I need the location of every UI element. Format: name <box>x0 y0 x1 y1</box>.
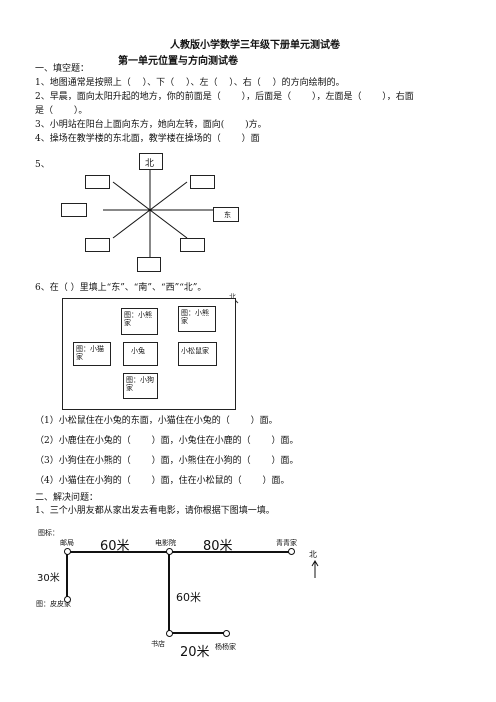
problem-1: 1、三个小朋友都从家出发去看电影，请你根据下图填一填。 <box>35 506 275 516</box>
node-post-office <box>64 548 71 555</box>
question-3: 3、小明站在阳台上面向东方，她向左转，面向( )方。 <box>35 120 267 130</box>
node-qingqing <box>288 548 295 555</box>
node-cinema-label: 电影院 <box>155 539 176 547</box>
document-subtitle: 第一单元位置与方向测试卷 <box>118 56 238 67</box>
sub-question-3: （3）小狗住在小熊的（ ）面，小熊住在小狗的（ ）面。 <box>35 456 299 466</box>
compass-nw-box[interactable] <box>85 175 110 189</box>
node-pipi <box>64 596 71 603</box>
sub-question-4: （4）小猫住在小狗的（ ）面，住在小松鼠的（ ）面。 <box>35 476 290 486</box>
route-north-arrow-icon <box>311 560 319 578</box>
house-squirrel: 小松鼠家 <box>178 342 217 366</box>
north-label: 北 <box>145 159 155 169</box>
document-title: 人教版小学数学三年级下册单元测试卷 <box>170 40 340 51</box>
route-map-north-label: 北 <box>309 550 317 559</box>
node-post-office-label: 邮局 <box>60 539 74 547</box>
question-4: 4、操场在教学楼的东北面，教学楼在操场的（ ）面 <box>35 134 260 144</box>
distance-post-cinema: 60米 <box>100 539 130 554</box>
section2-heading: 二、解决问题： <box>35 493 99 503</box>
house-bear-label: 图：小熊家 <box>124 311 152 327</box>
road-cinema-bookstore <box>168 552 170 633</box>
compass-east-box: 东 <box>213 207 239 222</box>
question-2-line2: 是（ ）。 <box>35 106 88 116</box>
house-dog-label: 图：小狗家 <box>126 376 154 392</box>
question-1: 1、地图通常是按照上（ ）、下（ ）、左（ ）、右（ ）的方向绘制的。 <box>35 78 345 88</box>
section1-heading: 一、填空题： <box>35 64 90 74</box>
question-6: 6、在（ ）里填上“东”、“南”、“西”“北”。 <box>35 283 207 293</box>
compass-diagram <box>103 170 213 260</box>
compass-sw-box[interactable] <box>85 238 110 252</box>
house-dog: 图：小狗家 <box>123 373 158 399</box>
road-post-pipi <box>66 552 68 599</box>
question-2-line1: 2、早晨，面向太阳升起的地方，你的前面是（ ），后面是（ ），左面是（ ），右面 <box>35 92 414 102</box>
node-bookstore <box>166 630 173 637</box>
distance-cinema-qingqing: 80米 <box>203 539 233 554</box>
house-rabbit-label: 小兔 <box>131 347 145 355</box>
compass-west-box[interactable] <box>61 203 87 217</box>
house-rabbit: 小兔 <box>123 342 158 366</box>
question-5: 5、 <box>35 160 50 170</box>
node-yangyang-label: 杨杨家 <box>215 643 236 651</box>
map-north-label: 北 <box>229 293 236 301</box>
house-bear-2-label: 图：小熊家 <box>181 309 209 325</box>
distance-post-pipi: 30米 <box>37 573 60 584</box>
compass-se-box[interactable] <box>180 238 205 252</box>
compass-north-box: 北 <box>139 153 163 170</box>
node-bookstore-label: 书店 <box>151 640 165 648</box>
sub-question-2: （2）小鹿住在小兔的（ ）面，小兔住在小鹿的（ ）面。 <box>35 436 299 446</box>
house-cat-label: 图：小猫家 <box>76 345 104 361</box>
compass-ne-box[interactable] <box>190 175 215 189</box>
east-label: 东 <box>224 211 231 219</box>
compass-diag-2 <box>112 181 188 239</box>
node-yangyang <box>223 630 230 637</box>
house-squirrel-label: 小松鼠家 <box>181 347 209 355</box>
distance-cinema-bookstore: 60米 <box>176 591 201 604</box>
house-bear: 图：小熊家 <box>121 308 158 335</box>
house-cat: 图：小猫家 <box>73 342 111 366</box>
map-legend-label: 图标： <box>38 529 59 537</box>
sub-question-1: （1）小松鼠住在小兔的东面，小猫住在小兔的（ ）面。 <box>35 416 278 426</box>
node-pipi-label: 图：皮皮家 <box>36 600 71 608</box>
node-cinema <box>166 548 173 555</box>
node-qingqing-label: 青青家 <box>276 539 297 547</box>
house-bear-2: 图：小熊家 <box>178 306 216 332</box>
road-bookstore-yangyang <box>169 632 225 634</box>
distance-bookstore-yangyang: 20米 <box>180 645 210 660</box>
road-main <box>67 551 291 553</box>
compass-south-box[interactable] <box>137 257 161 272</box>
